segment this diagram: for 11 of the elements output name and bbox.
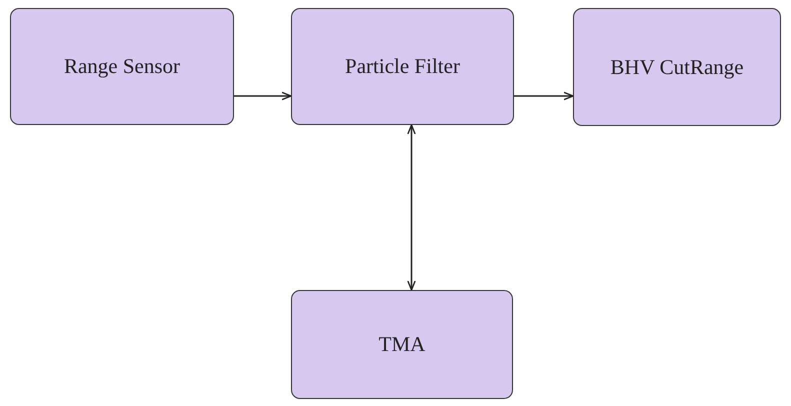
- process-box: [291, 290, 513, 399]
- process-box: [573, 8, 781, 126]
- box-label: TMA: [378, 332, 426, 357]
- box-label: Particle Filter: [345, 54, 460, 79]
- process-box: [10, 8, 234, 125]
- box-label: Range Sensor: [64, 54, 180, 79]
- arrow: [407, 124, 416, 291]
- arrow: [514, 92, 574, 100]
- arrow: [234, 92, 292, 100]
- box-label: BHV CutRange: [610, 54, 744, 80]
- process-box: [291, 8, 514, 125]
